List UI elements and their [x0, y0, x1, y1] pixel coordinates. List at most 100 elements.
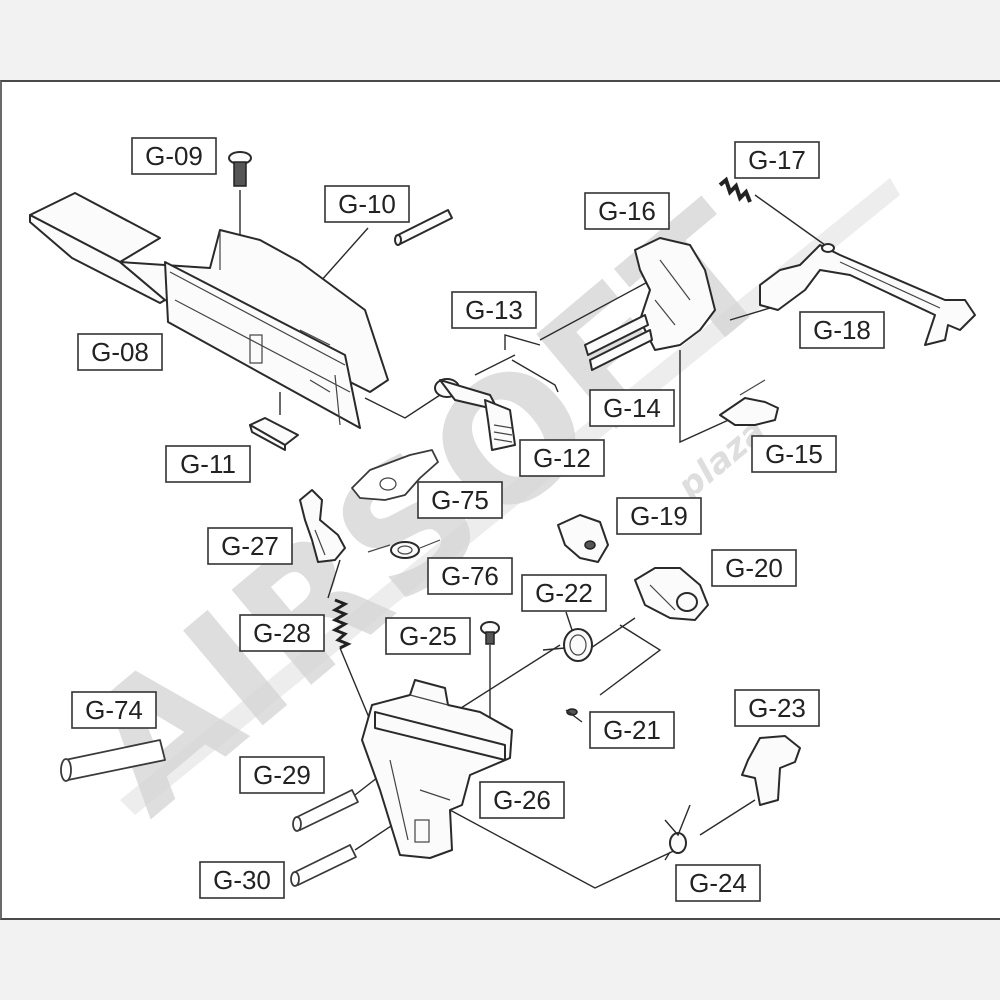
callout-text: G-17: [748, 145, 806, 175]
part-spring-g22: [542, 611, 593, 662]
callout-g-76: G-76: [427, 557, 513, 595]
callout-g-29: G-29: [239, 756, 325, 794]
callout-box: [521, 574, 607, 612]
callout-text: G-20: [725, 553, 783, 583]
callout-text: G-10: [338, 189, 396, 219]
part-trigger-bar-g18: [759, 243, 976, 346]
callout-box: [165, 445, 251, 483]
callout-g-27: G-27: [207, 527, 293, 565]
part-block-g23: [741, 735, 801, 806]
callout-text: G-09: [145, 141, 203, 171]
callout-box: [734, 689, 820, 727]
part-screw-g09: [228, 151, 252, 187]
callout-text: G-29: [253, 760, 311, 790]
callout-text: G-22: [535, 578, 593, 608]
callout-text: G-13: [465, 295, 523, 325]
callout-text: G-21: [603, 715, 661, 745]
callout-box: [451, 291, 537, 329]
callout-g-22: G-22: [521, 574, 607, 612]
callout-g-08: G-08: [77, 333, 163, 371]
callout-g-10: G-10: [324, 185, 410, 223]
callout-box: [589, 389, 675, 427]
callout-g-26: G-26: [479, 781, 565, 819]
callout-g-20: G-20: [711, 549, 797, 587]
callout-text: G-18: [813, 315, 871, 345]
callout-g-16: G-16: [584, 192, 670, 230]
callout-text: G-08: [91, 337, 149, 367]
callout-g-23: G-23: [734, 689, 820, 727]
part-plate-g75: [351, 449, 439, 501]
callout-g-09: G-09: [131, 137, 217, 175]
callout-text: G-75: [431, 485, 489, 515]
callout-g-17: G-17: [734, 141, 820, 179]
part-pin-g21: [565, 708, 583, 723]
callout-box: [427, 557, 513, 595]
callout-box: [385, 617, 471, 655]
part-pin-g10: [394, 209, 453, 246]
callout-box: [71, 691, 157, 729]
callout-box: [239, 756, 325, 794]
callout-box: [616, 497, 702, 535]
callout-box: [675, 864, 761, 902]
part-frame-rail: [29, 192, 389, 429]
callout-box: [519, 439, 605, 477]
callout-text: G-11: [180, 449, 236, 479]
callout-text: G-30: [213, 865, 271, 895]
callout-box: [589, 711, 675, 749]
callout-text: G-25: [399, 621, 457, 651]
callout-g-11: G-11: [165, 445, 251, 483]
part-piece-g15: [719, 379, 779, 426]
callout-g-24: G-24: [675, 864, 761, 902]
callout-box: [584, 192, 670, 230]
part-screw-g25: [480, 621, 500, 645]
part-wire-g13: [504, 334, 559, 393]
callout-g-19: G-19: [616, 497, 702, 535]
callout-g-75: G-75: [417, 481, 503, 519]
part-lever-g12: [434, 378, 516, 451]
callout-g-13: G-13: [451, 291, 537, 329]
callout-box: [77, 333, 163, 371]
callout-text: G-16: [598, 196, 656, 226]
part-spring-g28: [331, 598, 352, 650]
part-lever-g27: [299, 489, 346, 563]
callout-g-14: G-14: [589, 389, 675, 427]
callout-box: [131, 137, 217, 175]
callout-box: [207, 527, 293, 565]
part-hammer-g20: [634, 567, 709, 621]
callout-box: [799, 311, 885, 349]
callout-text: G-19: [630, 501, 688, 531]
callout-g-25: G-25: [385, 617, 471, 655]
callout-box: [751, 435, 837, 473]
callout-text: G-24: [689, 868, 747, 898]
callout-text: G-28: [253, 618, 311, 648]
callout-box: [734, 141, 820, 179]
callout-text: G-15: [765, 439, 823, 469]
callout-g-15: G-15: [751, 435, 837, 473]
part-housing-g16: [584, 237, 716, 371]
callout-text: G-12: [533, 443, 591, 473]
callout-box: [417, 481, 503, 519]
part-spring-g24: [664, 804, 691, 861]
part-spring-g17: [718, 176, 752, 203]
callout-text: G-14: [603, 393, 661, 423]
callout-g-30: G-30: [199, 861, 285, 899]
callout-g-28: G-28: [239, 614, 325, 652]
part-block-g11: [249, 417, 299, 451]
part-pin-g29: [292, 789, 359, 832]
callout-labels: G-09G-10G-08G-11 G-13 G-16 G-17G-18G-14G-15…: [71, 137, 885, 902]
callout-g-12: G-12: [519, 439, 605, 477]
callout-text: G-74: [85, 695, 143, 725]
part-spring-g76: [367, 539, 441, 559]
part-housing-g26: [361, 679, 513, 859]
callout-text: G-76: [441, 561, 499, 591]
part-tube-g74: [60, 739, 166, 782]
callout-box: [324, 185, 410, 223]
callout-g-18: G-18: [799, 311, 885, 349]
callout-text: G-27: [221, 531, 279, 561]
part-pin-g30: [290, 844, 357, 887]
callout-g-21: G-21: [589, 711, 675, 749]
callout-box: [479, 781, 565, 819]
callout-box: [199, 861, 285, 899]
part-cam-g19: [557, 514, 609, 563]
